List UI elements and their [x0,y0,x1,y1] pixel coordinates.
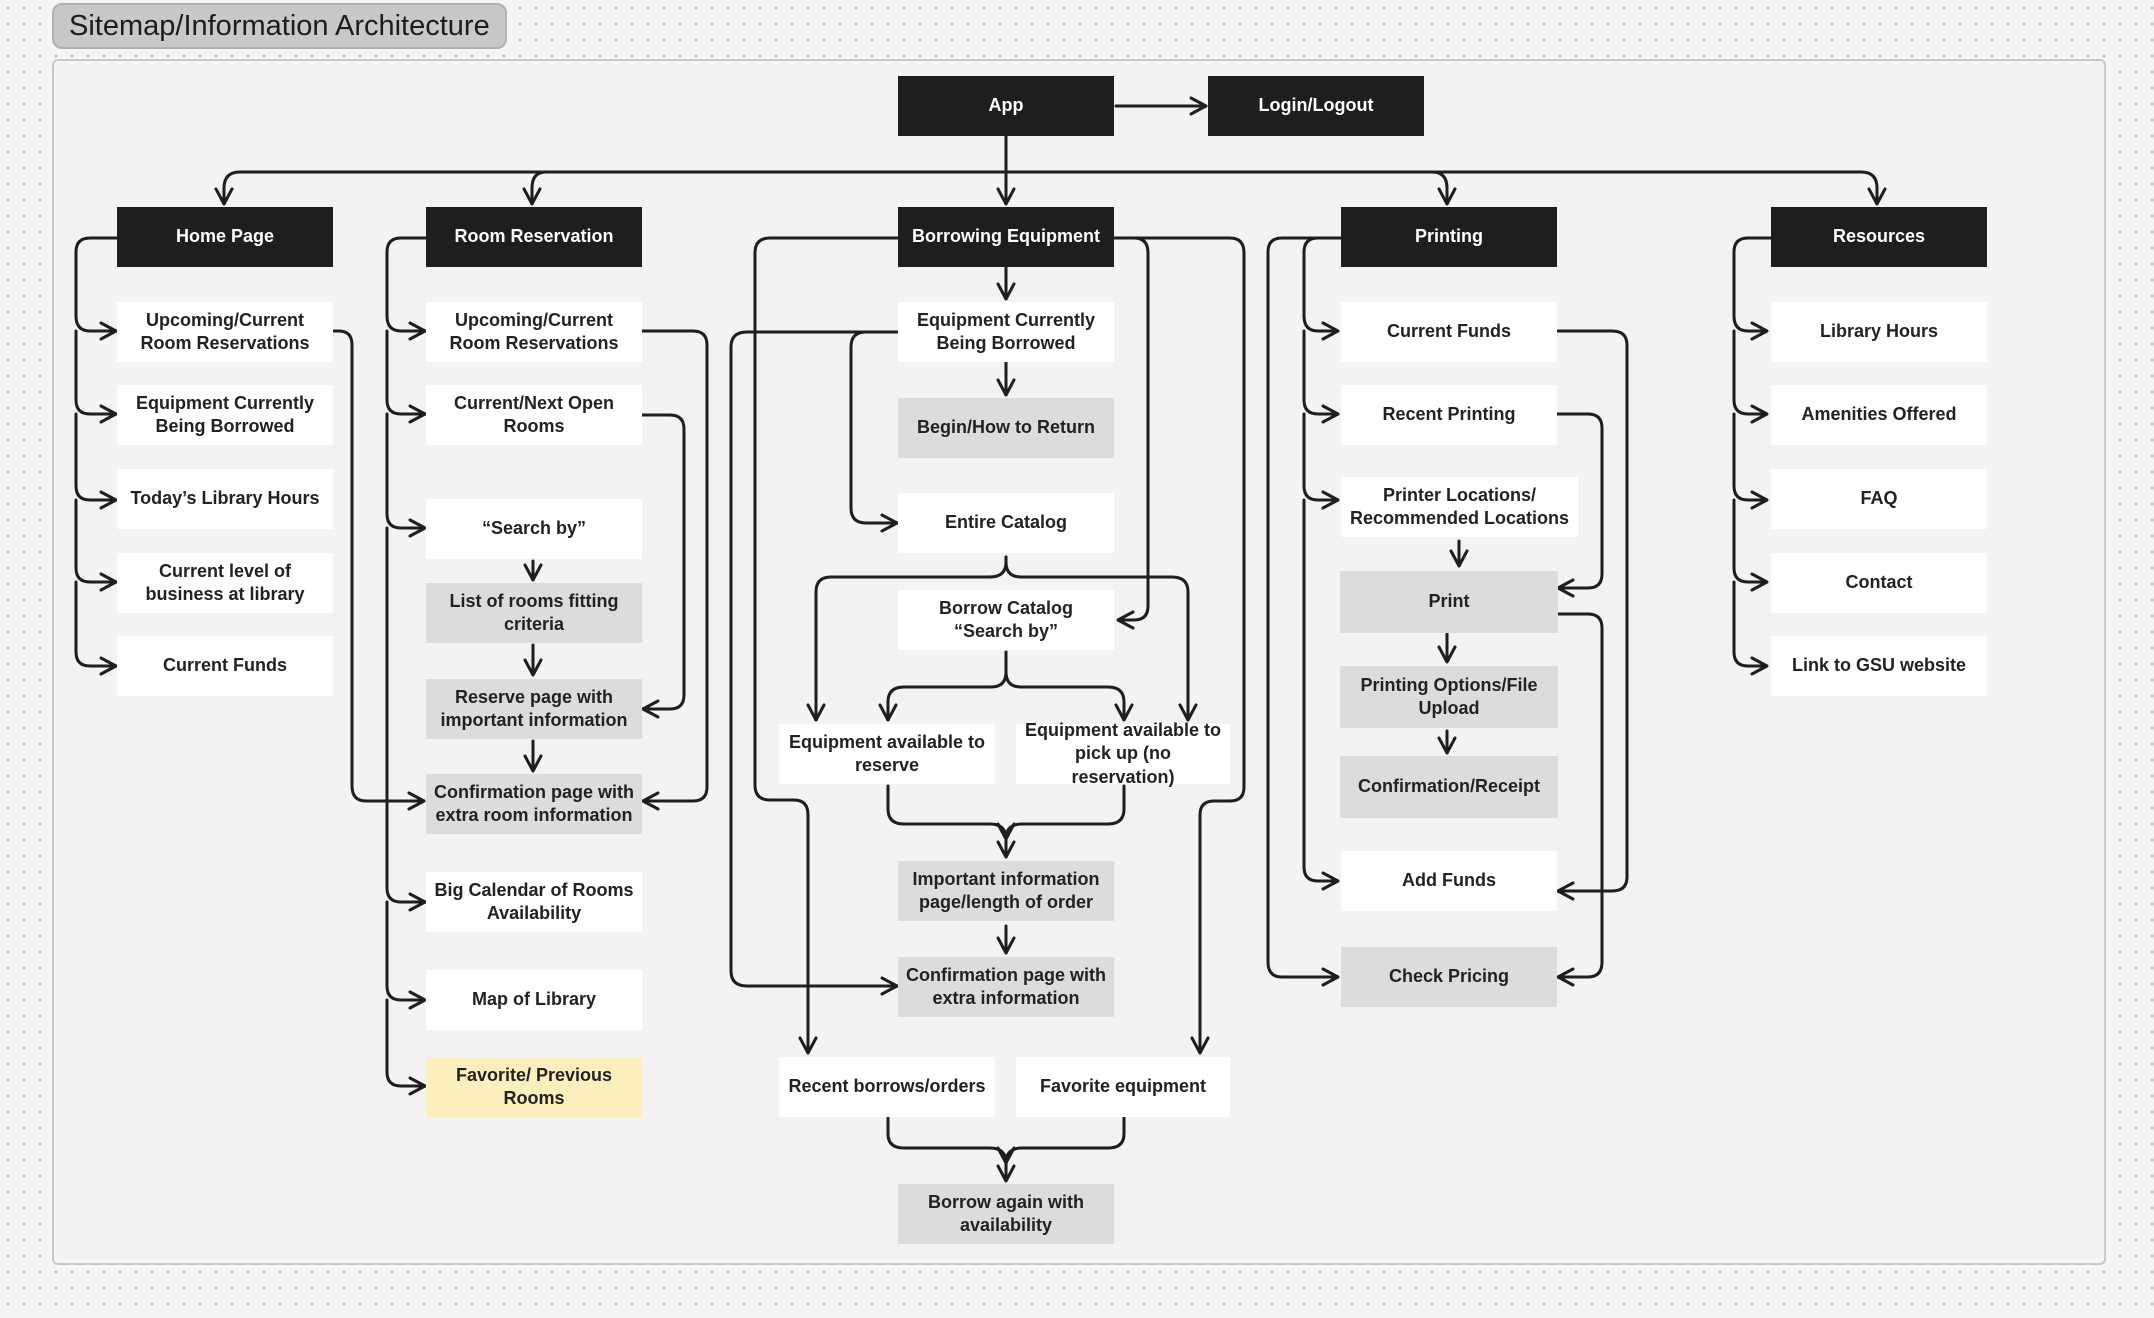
room-reserve-page: Reserve page with important information [426,679,642,739]
room-open-rooms: Current/Next Open Rooms [426,385,642,445]
resources-contact: Contact [1771,553,1987,613]
page-title: Sitemap/Information Architecture [52,3,507,49]
borrow-entire-catalog: Entire Catalog [898,493,1114,553]
home-library-hours: Today’s Library Hours [117,469,333,529]
printing-confirmation-receipt: Confirmation/Receipt [1340,756,1558,818]
login-logout-node: Login/Logout [1208,76,1424,136]
borrow-recent-orders: Recent borrows/orders [779,1057,995,1117]
app-node: App [898,76,1114,136]
resources-faq: FAQ [1771,469,1987,529]
home-equipment-borrowed: Equipment Currently Being Borrowed [117,385,333,445]
print-node: Print [1340,571,1558,633]
home-upcoming-reservations: Upcoming/Current Room Reservations [117,302,333,362]
borrow-how-to-return: Begin/How to Return [898,398,1114,458]
home-business-level: Current level of business at library [117,553,333,613]
room-favorite-previous: Favorite/ Previous Rooms [426,1057,642,1117]
borrow-again-availability: Borrow again with availability [898,1184,1114,1244]
resources-gsu-link: Link to GSU website [1771,636,1987,696]
printing-add-funds: Add Funds [1341,851,1557,911]
borrow-catalog-search: Borrow Catalog “Search by” [898,590,1114,650]
room-big-calendar: Big Calendar of Rooms Availability [426,872,642,932]
borrow-confirmation-page: Confirmation page with extra information [898,957,1114,1017]
room-reservation-header: Room Reservation [426,207,642,267]
printer-locations: Printer Locations/ Recommended Locations [1341,477,1578,537]
room-confirmation-page: Confirmation page with extra room inform… [426,774,642,834]
borrow-important-info: Important information page/length of ord… [898,861,1114,921]
printing-check-pricing: Check Pricing [1341,947,1557,1007]
resources-header: Resources [1771,207,1987,267]
equipment-available-pickup: Equipment available to pick up (no reser… [1016,720,1230,787]
printing-recent: Recent Printing [1341,385,1557,445]
equipment-available-reserve: Equipment available to reserve [779,724,995,784]
home-current-funds: Current Funds [117,636,333,696]
resources-amenities: Amenities Offered [1771,385,1987,445]
borrowing-equipment-header: Borrowing Equipment [898,207,1114,267]
room-search-by: “Search by” [426,499,642,559]
printing-current-funds: Current Funds [1341,302,1557,362]
room-upcoming-reservations: Upcoming/Current Room Reservations [426,302,642,362]
printing-header: Printing [1341,207,1557,267]
resources-library-hours: Library Hours [1771,302,1987,362]
borrow-favorite-equipment: Favorite equipment [1016,1057,1230,1117]
room-library-map: Map of Library [426,970,642,1030]
room-list-fitting-criteria: List of rooms fitting criteria [426,583,642,643]
borrow-current-equipment: Equipment Currently Being Borrowed [898,302,1114,362]
printing-options-upload: Printing Options/File Upload [1340,666,1558,728]
home-page-header: Home Page [117,207,333,267]
